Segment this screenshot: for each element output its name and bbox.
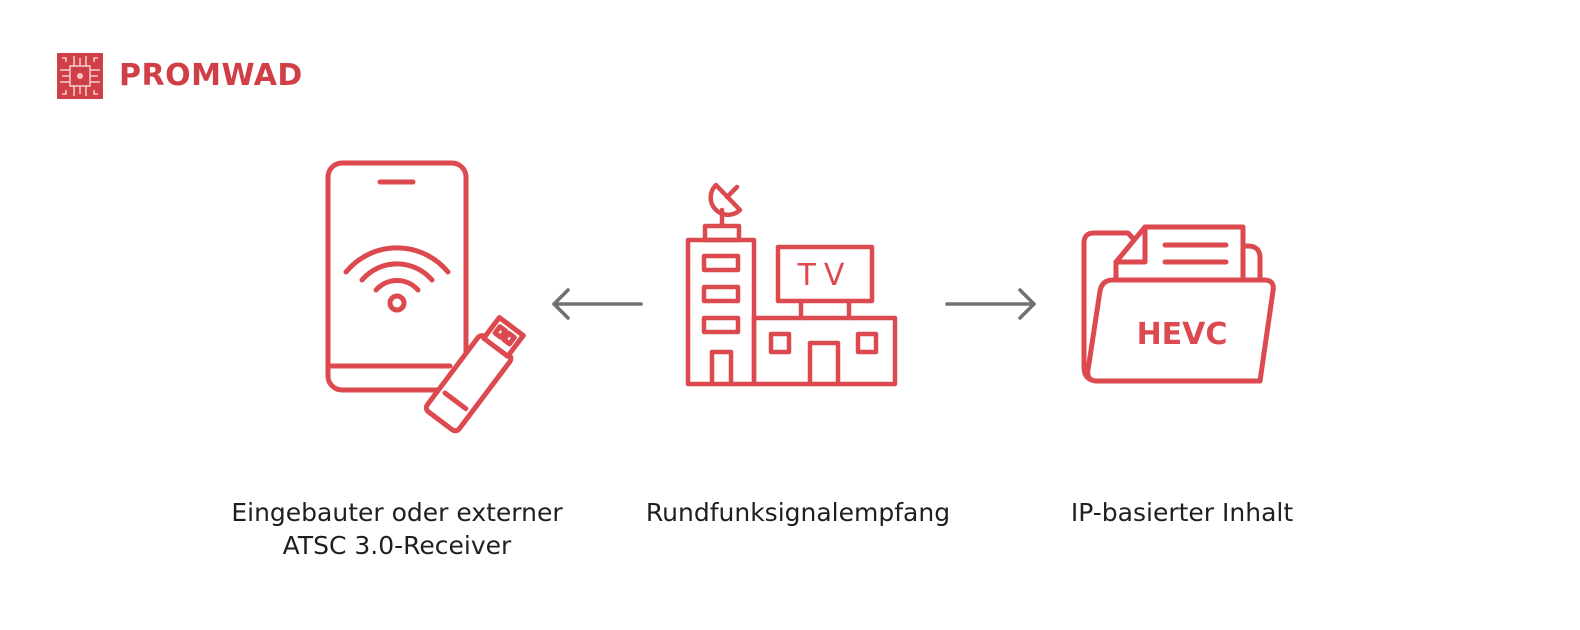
hevc-folder-icon: HEVC xyxy=(1081,224,1276,384)
brand-name: PROMWAD xyxy=(119,58,303,93)
caption-receiver: Eingebauter oder externer ATSC 3.0-Recei… xyxy=(217,496,577,562)
circuit-chip-icon xyxy=(57,53,103,99)
caption-receiver-line-2: ATSC 3.0-Receiver xyxy=(282,531,512,560)
arrow-left-icon xyxy=(552,288,643,320)
promwad-logo: PROMWAD xyxy=(57,53,303,99)
caption-receiver-line-1: Eingebauter oder externer xyxy=(231,498,563,527)
arrow-right-icon xyxy=(945,288,1036,320)
caption-content-line-1: IP-basierter Inhalt xyxy=(1070,498,1294,527)
smartphone-wifi-usb-icon xyxy=(325,160,526,434)
caption-content: IP-basierter Inhalt xyxy=(1032,496,1332,529)
caption-broadcast-line-1: Rundfunksignalempfang xyxy=(645,498,951,527)
hevc-label: HEVC xyxy=(1137,317,1228,352)
caption-broadcast: Rundfunksignalempfang xyxy=(618,496,978,529)
tv-station-building-icon: TV xyxy=(685,182,898,387)
tv-sign-label: TV xyxy=(797,258,853,293)
